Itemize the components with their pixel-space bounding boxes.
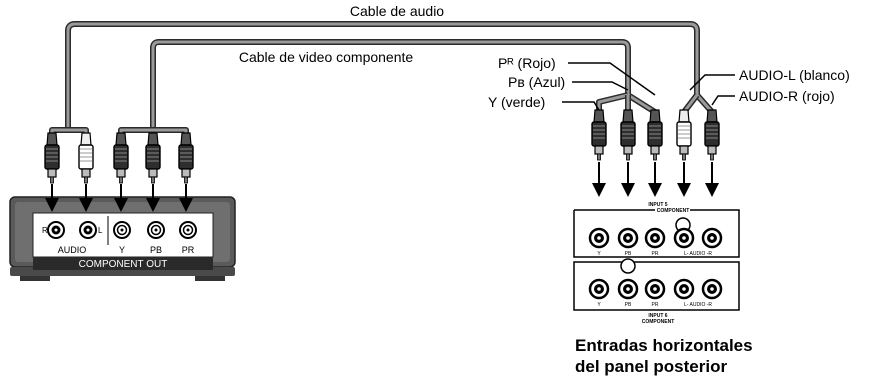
video-cable-label: Cable de video componente	[239, 49, 414, 65]
audio-l-white-label: AUDIO-L (blanco)	[739, 67, 850, 83]
input5-line1: INPUT 5	[648, 202, 667, 208]
tv-input6-jack-audio-r	[701, 278, 723, 300]
tv-plug-pr	[647, 109, 663, 161]
tv-row1-y: Y	[597, 251, 601, 257]
tv-row2-audio: L- AUDIO -R	[684, 302, 712, 308]
plug-audio-l	[78, 132, 94, 184]
leader-lines	[562, 62, 735, 111]
plugs-tv	[591, 109, 720, 197]
tv-jack-labels-row1: Y PB PR L- AUDIO -R	[597, 251, 712, 257]
tv-row1-pr: PR	[652, 251, 659, 257]
tv-plug-audio-l	[676, 109, 692, 161]
tv-input5-jack-pr	[644, 227, 666, 249]
plug-y	[113, 132, 129, 184]
input5-line2: COMPONENT	[657, 208, 690, 214]
tv-caption-line1: Entradas horizontales	[575, 336, 753, 355]
tv-caption-line2: del panel posterior	[575, 357, 727, 376]
tv-row1-pb: PB	[625, 251, 632, 257]
device-label-l: L	[98, 226, 103, 235]
tv-row2-pr: PR	[652, 302, 659, 308]
pb-blue-label: Pʙ (Azul)	[508, 74, 565, 90]
device-label-audio: AUDIO	[58, 245, 87, 255]
tv-input5-jack-y	[588, 227, 610, 249]
tv-row2-y: Y	[597, 302, 601, 308]
input6-line1: INPUT 6	[648, 313, 667, 319]
plug-pb	[145, 132, 161, 184]
tv-input5-jack-audio-l	[673, 227, 695, 249]
device-jack-audio-r	[47, 221, 65, 239]
audio-cable-label: Cable de audio	[350, 3, 444, 19]
tv-input6-jack-pb	[617, 278, 639, 300]
y-green-label: Y (verde)	[488, 94, 545, 110]
tv-plug-y	[591, 109, 607, 161]
pr-red-label: Pᴿ (Rojo)	[498, 55, 556, 71]
plug-pr	[178, 132, 194, 184]
device-label-component-out: COMPONENT OUT	[79, 259, 168, 270]
device-jack-y	[113, 221, 131, 239]
tv-jacks	[588, 227, 723, 300]
audio-r-red-label: AUDIO-R (rojo)	[739, 88, 835, 104]
device-jack-audio-l	[79, 221, 97, 239]
tv-input6-jack-y	[588, 278, 610, 300]
device-label-r: R	[42, 226, 48, 235]
plug-audio-r	[44, 132, 60, 184]
tv-plug-audio-r	[704, 109, 720, 161]
tv-input5-jack-pb	[617, 227, 639, 249]
video-cable	[118, 39, 657, 135]
device-label-y: Y	[119, 245, 125, 255]
device-label-pr: PR	[182, 245, 195, 255]
tv-plug-pb	[620, 109, 636, 161]
tv-row2-pb: PB	[625, 302, 632, 308]
device-label-pb: PB	[150, 245, 162, 255]
tv-row1-audio: L- AUDIO -R	[684, 251, 712, 257]
plugs-source	[44, 132, 194, 212]
tv-input5-jack-audio-r	[701, 227, 723, 249]
tv-input6-jack-audio-l	[673, 278, 695, 300]
tv-jack-labels-row2: Y PB PR L- AUDIO -R	[597, 302, 712, 308]
device-jack-pr	[179, 221, 197, 239]
input6-line2: COMPONENT	[642, 319, 675, 325]
device-jack-pb	[147, 221, 165, 239]
tv-input6-jack-pr	[644, 278, 666, 300]
